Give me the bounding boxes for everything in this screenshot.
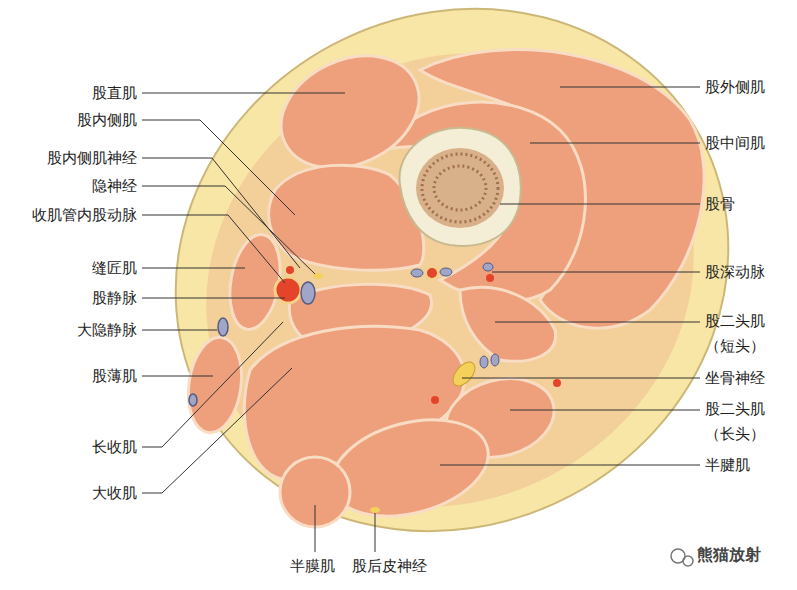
part-label: 股内侧肌神经 (47, 148, 137, 168)
part-label: 股中间肌 (705, 133, 765, 153)
fascia (126, 0, 774, 590)
part-label: 股深动脉 (705, 262, 765, 282)
part-label: 大收肌 (92, 483, 137, 503)
part-label: 股后皮神经 (352, 556, 427, 576)
watermark-icon (671, 549, 693, 566)
part-label: 股外侧肌 (705, 77, 765, 97)
part-label: 大隐静脉 (77, 320, 137, 340)
part-label: 半腱肌 (705, 455, 750, 475)
femur (400, 128, 521, 246)
part-label: 股直肌 (92, 83, 137, 103)
leader-lines (142, 87, 700, 552)
part-label: 股二头肌 （短头） (700, 309, 770, 359)
part-label: 隐神经 (92, 176, 137, 196)
part-label: 股薄肌 (92, 366, 137, 386)
part-label: 股骨 (705, 194, 735, 214)
muscles (183, 34, 705, 532)
part-label: 缝匠肌 (92, 258, 137, 278)
part-label: 坐骨神经 (705, 368, 765, 388)
part-label: 股内侧肌 (77, 110, 137, 130)
bone-marrow (422, 154, 498, 222)
part-label: 收肌管内股动脉 (32, 205, 137, 225)
bone-marrow (416, 148, 504, 228)
part-label: 半膜肌 (290, 556, 335, 576)
part-label: 股静脉 (92, 288, 137, 308)
skin-outline (83, 0, 797, 590)
part-label: 长收肌 (92, 437, 137, 457)
watermark: 熊猫放射 (697, 545, 761, 565)
vessels (189, 263, 561, 513)
part-label: 股二头肌 （长头） (700, 397, 770, 447)
bone-marrow (434, 166, 486, 210)
